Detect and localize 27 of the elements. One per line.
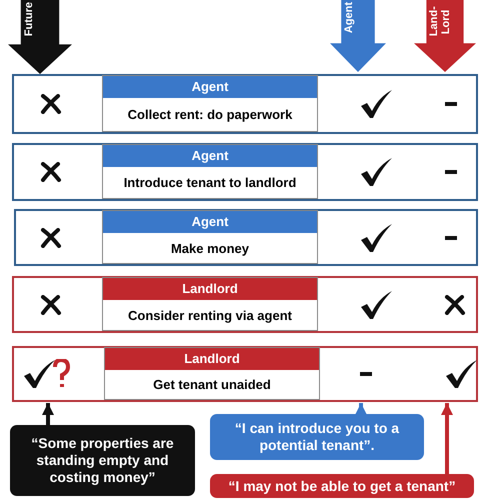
header-label: Future — [22, 2, 36, 36]
quote-callout: “I can introduce you to a potential tenant”. — [210, 414, 424, 460]
quote-callout: “Some properties are standing empty and costing money” — [10, 425, 195, 496]
row-frame — [12, 74, 478, 134]
role-card — [102, 144, 318, 199]
card-heading: Agent — [103, 145, 317, 167]
card-heading: Agent — [103, 76, 317, 98]
quote-callout: “I may not be able to get a tenant” — [210, 474, 474, 498]
role-card — [102, 210, 318, 264]
row-frame — [12, 346, 478, 402]
role-card — [102, 277, 318, 331]
card-heading: Landlord — [103, 278, 317, 300]
column-header — [414, 0, 476, 72]
column-header — [330, 0, 386, 72]
arrow — [441, 403, 453, 474]
arrow — [42, 403, 54, 425]
card-heading: Landlord — [105, 348, 319, 370]
column-header — [8, 0, 72, 74]
header-label: Land-Lord — [428, 6, 454, 39]
role-card — [104, 347, 320, 400]
row-frame — [12, 143, 478, 201]
card-heading: Agent — [103, 211, 317, 233]
row-frame — [14, 209, 478, 266]
header-label: Agent — [343, 2, 356, 34]
role-card — [102, 75, 318, 132]
arrow — [355, 403, 367, 415]
row-frame — [12, 276, 478, 333]
